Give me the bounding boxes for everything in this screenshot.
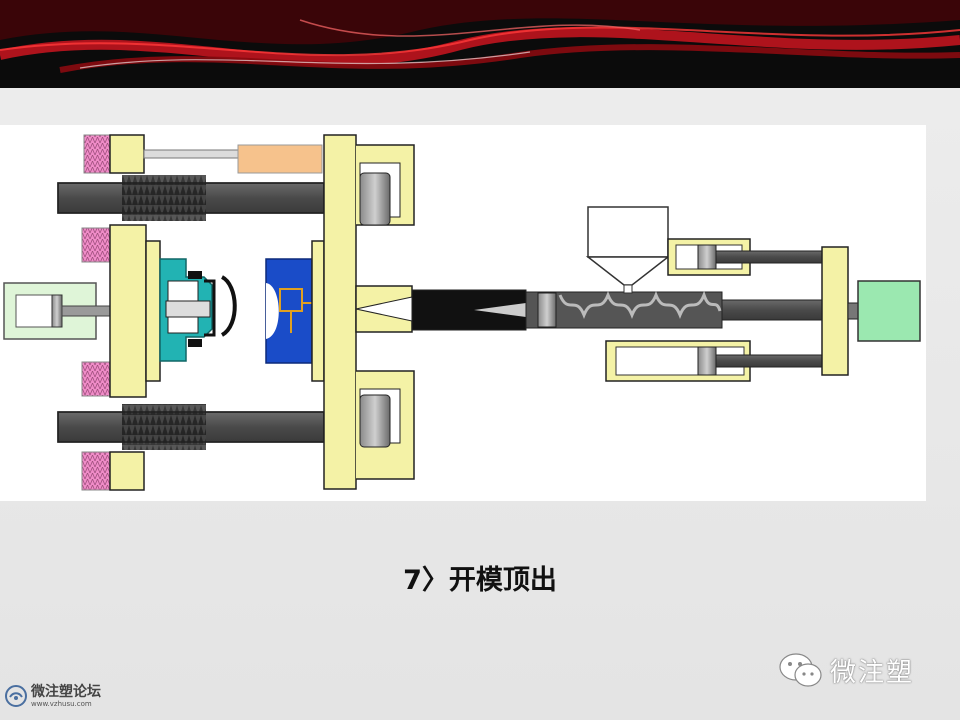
injection-molding-diagram xyxy=(0,125,926,501)
upper-tie-bar xyxy=(57,175,325,221)
toggle-cylinder xyxy=(83,134,323,174)
hopper xyxy=(585,206,671,294)
wechat-icon xyxy=(779,653,822,687)
rear-plate xyxy=(821,246,859,376)
wechat-watermark-text: 微注塑 xyxy=(830,657,915,688)
wechat-watermark: 微注塑 xyxy=(778,648,914,692)
lower-tie-bar xyxy=(57,404,325,450)
decorative-banner xyxy=(0,0,960,88)
slide-caption: 7〉开模顶出 xyxy=(403,565,557,596)
tie-bar-nuts-right xyxy=(359,172,391,448)
moving-mold-half xyxy=(159,258,216,362)
forum-logo-icon xyxy=(5,685,27,707)
forum-name: 微注塑论坛 xyxy=(31,683,101,700)
forum-url: www.vzhusu.com xyxy=(31,699,92,708)
pink-nuts xyxy=(81,227,145,491)
ejector-cylinder xyxy=(3,282,113,340)
moving-platen xyxy=(109,224,161,398)
ejected-part xyxy=(220,275,237,337)
forum-watermark: 微注塑论坛 www.vzhusu.com xyxy=(4,684,101,708)
injection-unit xyxy=(355,285,823,333)
fixed-mold-half xyxy=(265,258,313,364)
hydraulic-motor xyxy=(857,280,921,342)
injection-cylinders xyxy=(605,238,823,382)
